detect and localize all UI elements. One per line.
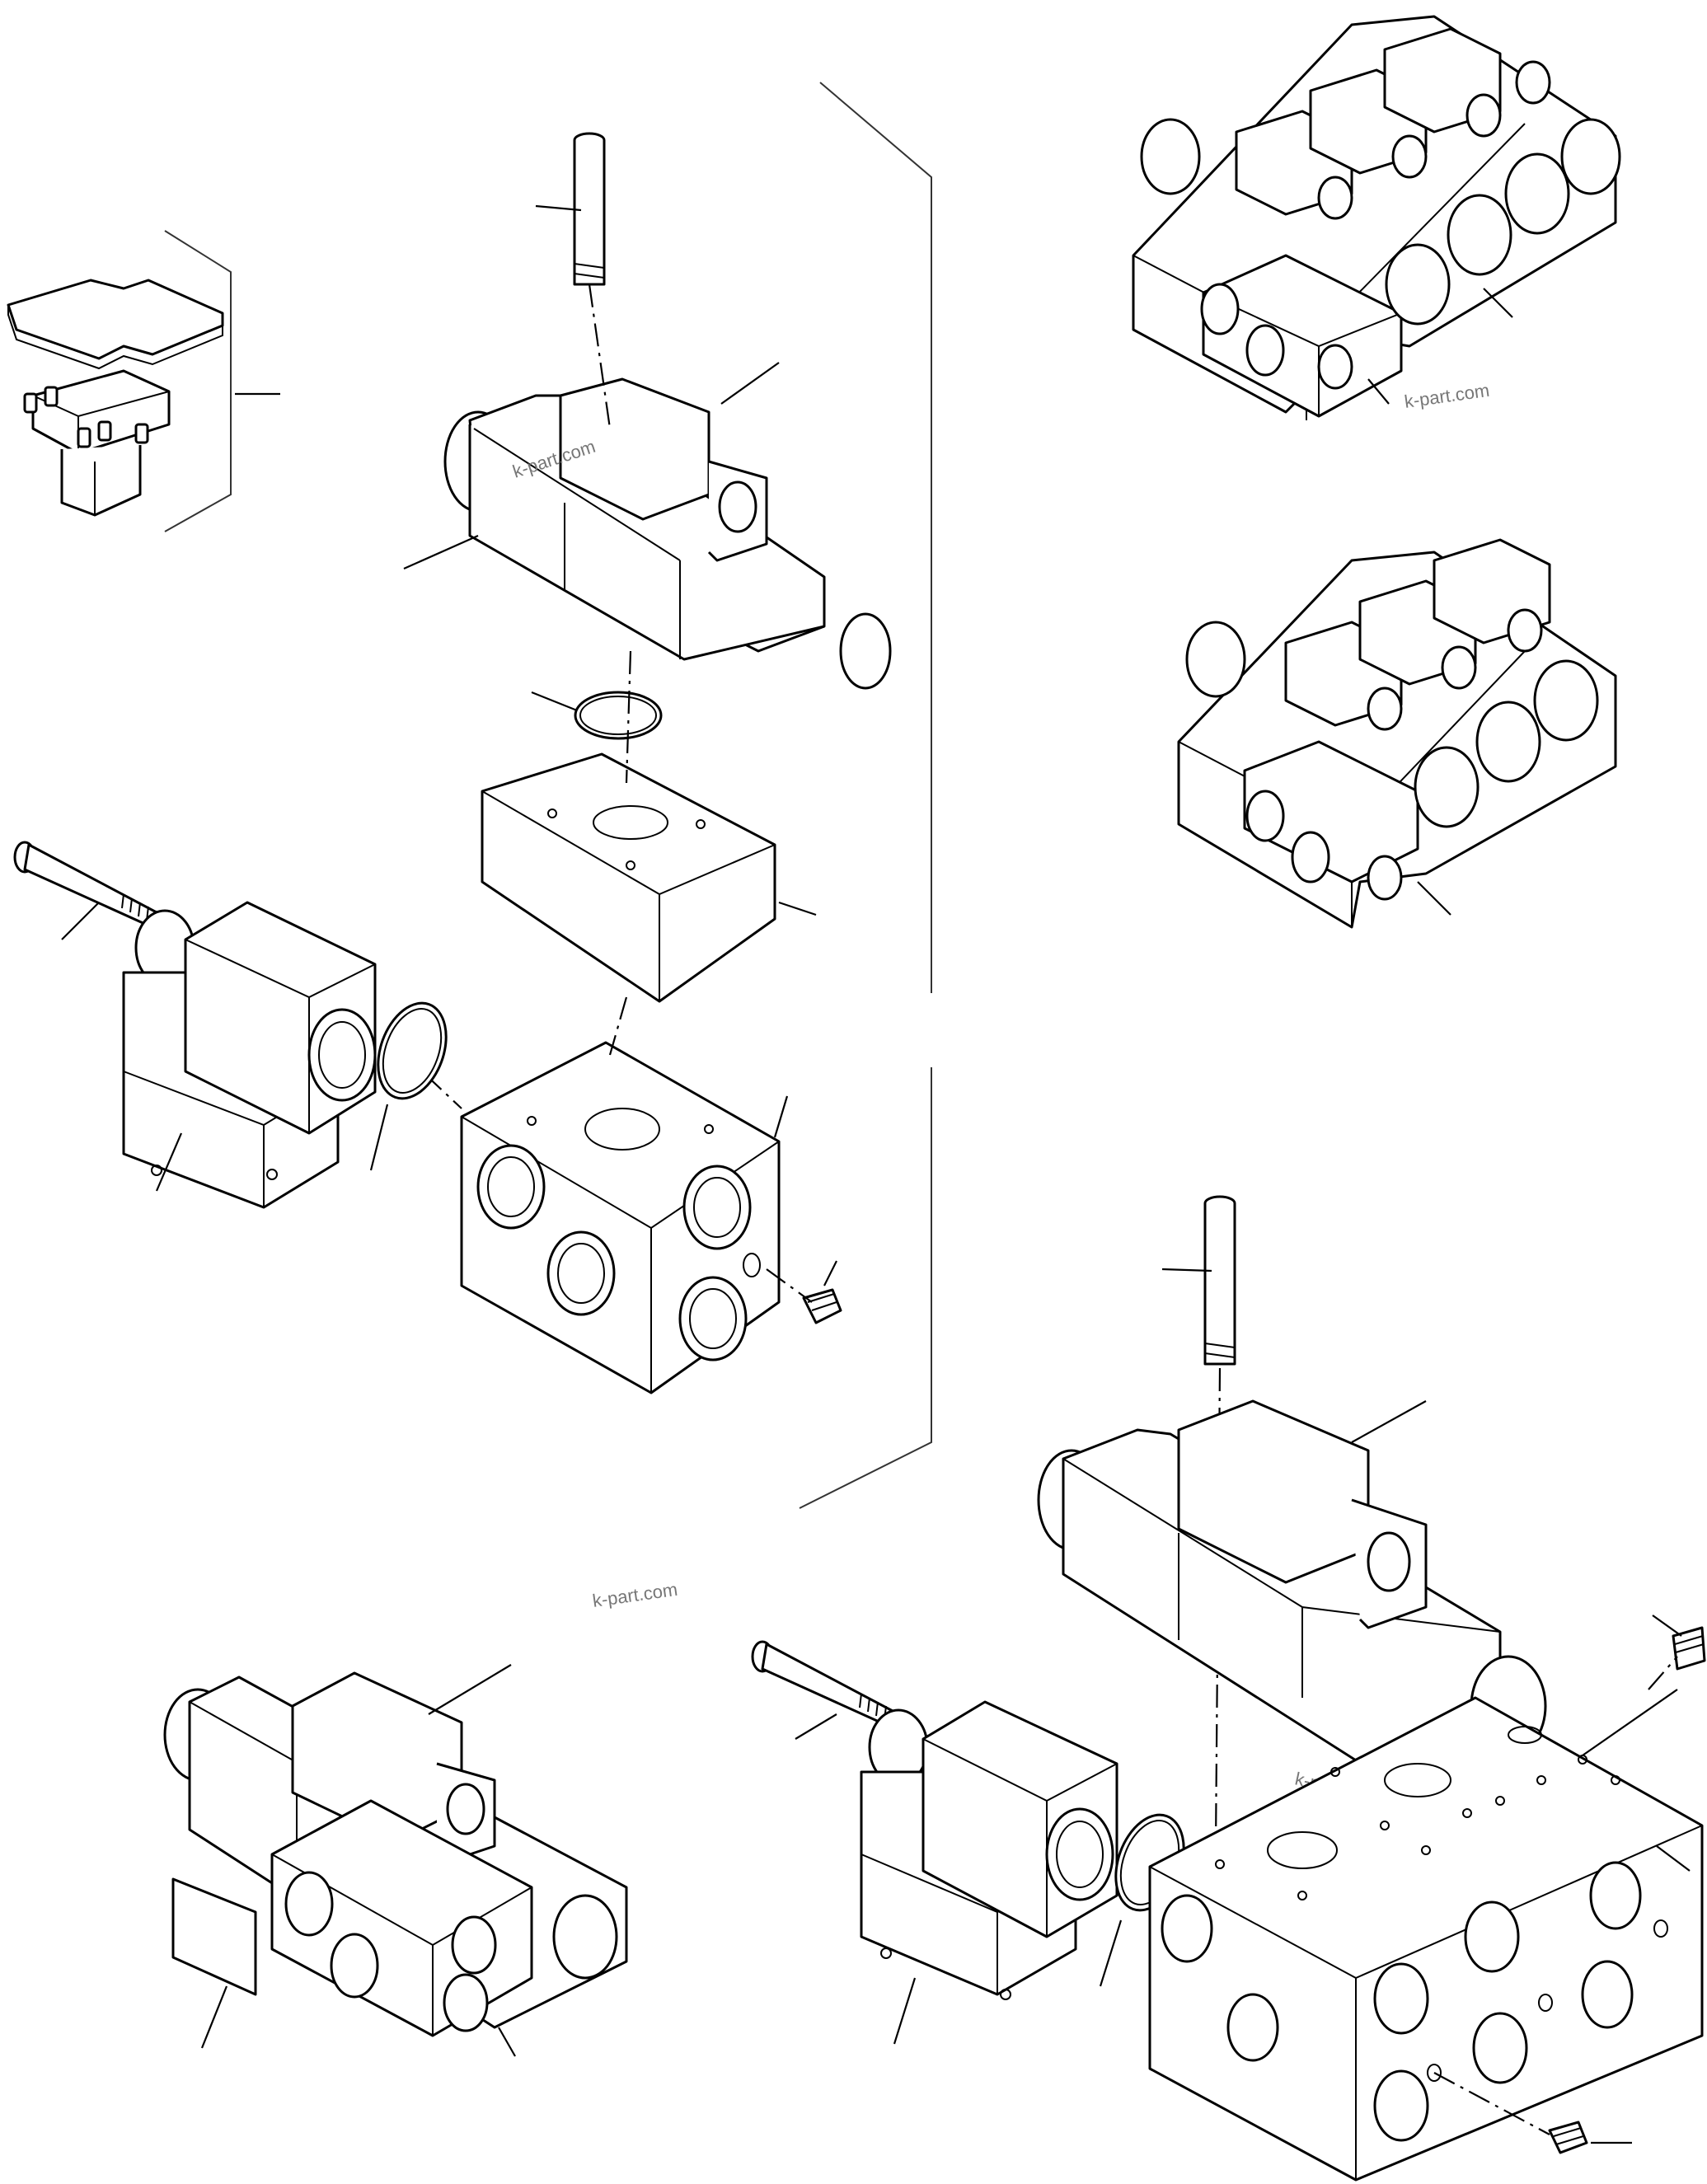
valve-body-block [460,1041,789,1394]
valve-assembly-1: k-part.com [163,1579,679,2057]
watermark-2: k-part.com [1403,380,1490,412]
plugs-bottom-right [1433,1615,1706,2154]
watermark-3: k-part.com [591,1579,678,1611]
o-ring-center [531,691,663,740]
o-ring-left [369,1001,448,1171]
valve-assembly-4: k-part.com [1132,15,1621,420]
solenoid-left [13,841,377,1209]
spacer-block [481,752,817,1003]
cover-plate-kit [7,279,280,517]
group-frame-lines [164,82,932,1509]
manifold-block [1148,1689,1704,2182]
top-bolt [535,132,606,286]
valve-assembly-3 [1177,538,1617,929]
plug [802,1260,842,1324]
solenoid-bottom-right-left [751,1640,1118,2045]
solenoid-valve-center: k-part.com [403,362,892,690]
